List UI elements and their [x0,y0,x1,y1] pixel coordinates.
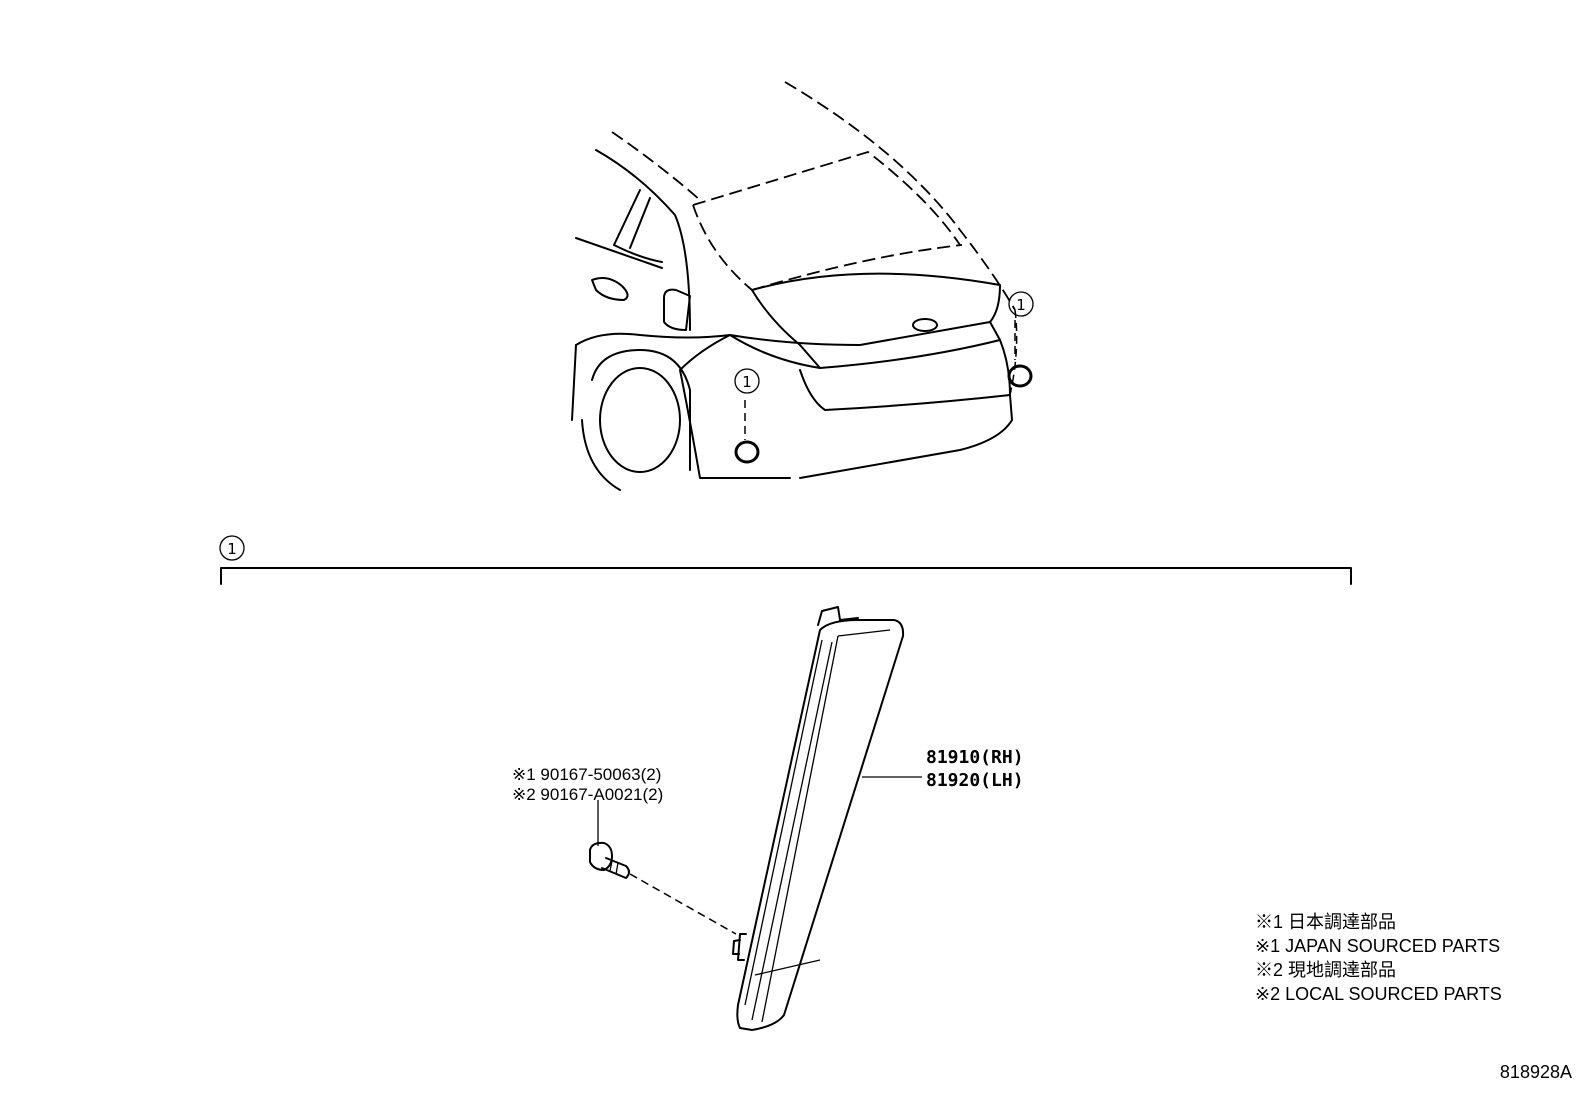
diagram-code: 818928A [1500,1062,1572,1082]
callout-circle-right [1008,291,1034,317]
screw-part [589,800,737,935]
legend-line-2: ※1 JAPAN SOURCED PARTS [1255,936,1500,956]
callout-number-right: 1 [1016,296,1026,314]
callout-circle-left [734,368,760,394]
legend-line-1: ※1 日本調達部品 [1255,912,1396,932]
part-number-screw-2: ※2 90167-A0021(2) [512,785,663,804]
part-number-screw-1: ※1 90167-50063(2) [512,765,661,784]
part-number-reflector-rh: 81910(RH) [926,747,1024,768]
detail-bracket: 1 [219,535,1352,585]
legend-line-4: ※2 LOCAL SOURCED PARTS [1255,984,1502,1004]
part-number-reflector-lh: 81920(LH) [926,770,1024,791]
callout-circle-detail [219,535,245,561]
sourcing-legend: ※1 日本調達部品 ※1 JAPAN SOURCED PARTS ※2 現地調達… [1255,912,1502,1004]
reflector-part [732,606,905,1031]
callout-number-detail: 1 [227,540,237,558]
callout-number-left: 1 [742,373,752,391]
car-rear-view: 1 1 [571,81,1034,491]
legend-line-3: ※2 現地調達部品 [1255,960,1396,980]
